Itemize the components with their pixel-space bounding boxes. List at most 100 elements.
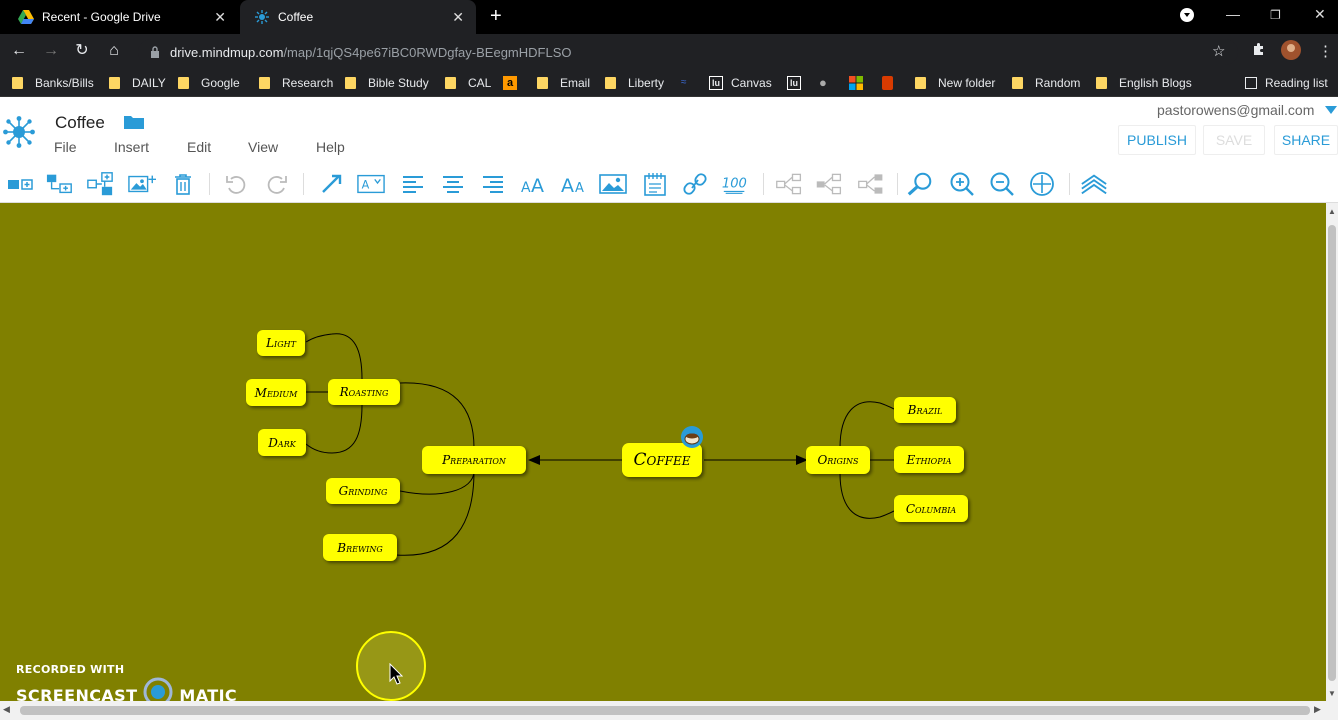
bookmark-research[interactable]: Research [259,69,333,97]
node-roasting[interactable]: Roasting [328,379,400,405]
text-style-icon[interactable]: A [357,171,385,197]
bookmark-random[interactable]: Random [1012,69,1080,97]
restore-icon[interactable]: ❐ [1270,8,1281,22]
forward-icon[interactable]: → [43,42,59,59]
profile-menu-icon[interactable] [1180,8,1194,25]
avatar[interactable] [1281,40,1301,64]
connector-icon[interactable] [318,171,346,197]
tab-coffee[interactable]: Coffee ✕ [240,0,476,34]
bookmark-cal[interactable]: CAL [445,69,491,97]
minimize-icon[interactable]: — [1226,6,1240,22]
insert-image-icon[interactable] [128,171,156,197]
bookmark-lu[interactable]: lu [787,69,809,97]
publish-button[interactable]: PUBLISH [1118,125,1196,155]
add-parent-icon[interactable] [86,171,114,197]
reading-list[interactable]: Reading list [1245,69,1328,97]
menu-help[interactable]: Help [316,139,345,155]
bookmark-english-blogs[interactable]: English Blogs [1096,69,1192,97]
node-preparation[interactable]: Preparation [422,446,526,474]
bookmark-liberty-link[interactable]: ≈ [681,69,703,97]
menu-view[interactable]: View [248,139,279,155]
collapse-all-icon[interactable] [857,171,885,197]
bookmark-bible-study[interactable]: Bible Study [345,69,429,97]
menu-file[interactable]: File [54,139,77,155]
add-child-icon[interactable] [6,171,34,197]
bookmark-daily[interactable]: DAILY [109,69,166,97]
note-icon[interactable] [641,171,669,197]
address-bar[interactable]: drive.mindmup.com/map/1qjQS4pe67iBC0RWDg… [138,39,1238,65]
menu-insert[interactable]: Insert [114,139,150,155]
horizontal-scrollbar[interactable]: ◀ ▶ [0,701,1338,720]
undo-icon[interactable] [222,171,250,197]
folder-icon[interactable] [124,114,144,129]
bookmark-star-icon[interactable]: ☆ [1212,43,1226,60]
horizontal-scroll-thumb[interactable] [20,706,1310,715]
node-brazil[interactable]: Brazil [894,397,956,423]
align-right-icon[interactable] [479,171,507,197]
zoom-out-icon[interactable] [988,171,1016,197]
bookmark-microsoft[interactable] [849,69,871,97]
node-image-icon[interactable] [599,171,627,197]
share-button[interactable]: SHARE [1274,125,1338,155]
home-icon[interactable]: ⌂ [109,42,119,59]
align-center-icon[interactable] [439,171,467,197]
search-icon[interactable] [906,171,934,197]
node-coffee[interactable]: Coffee [622,443,702,477]
window-close-icon[interactable]: ✕ [1314,6,1326,22]
close-icon[interactable]: ✕ [214,9,226,25]
bookmark-apple[interactable]: ● [819,69,841,97]
add-sibling-icon[interactable] [46,171,74,197]
close-icon[interactable]: ✕ [452,9,464,25]
node-brewing[interactable]: Brewing [323,534,397,561]
scroll-down-icon[interactable]: ▼ [1328,689,1336,698]
layers-icon[interactable] [1080,171,1108,197]
node-ethiopia[interactable]: Ethiopia [894,446,964,473]
align-left-icon[interactable] [399,171,427,197]
save-button[interactable]: SAVE [1203,125,1265,155]
scroll-left-icon[interactable]: ◀ [3,704,10,714]
node-grinding[interactable]: Grinding [326,478,400,504]
connector-preparation-roasting [399,382,475,449]
progress-icon[interactable]: 100 [721,171,749,197]
bookmark-google[interactable]: Google [178,69,240,97]
menu-edit[interactable]: Edit [187,139,212,155]
account-dropdown-icon[interactable] [1325,106,1337,114]
vertical-scroll-thumb[interactable] [1328,225,1336,681]
center-map-icon[interactable] [1028,171,1056,197]
back-icon[interactable]: ← [11,42,27,59]
node-dark[interactable]: Dark [258,429,306,456]
collapse-node-icon[interactable] [775,171,803,197]
scroll-right-icon[interactable]: ▶ [1314,704,1321,714]
tab-google-drive[interactable]: Recent - Google Drive ✕ [0,0,238,34]
zoom-in-icon[interactable] [948,171,976,197]
bookmark-office[interactable] [882,69,901,97]
redo-icon[interactable] [263,171,291,197]
bookmark-new-folder[interactable]: New folder [915,69,995,97]
node-light[interactable]: Light [257,330,305,356]
toolbar-divider [763,173,764,195]
reload-icon[interactable]: ↻ [75,42,89,59]
node-columbia[interactable]: Columbia [894,495,968,522]
delete-icon[interactable] [169,171,197,197]
bookmark-banks-bills[interactable]: Banks/Bills [12,69,94,97]
chrome-menu-icon[interactable]: ⋮ [1318,43,1333,60]
scroll-up-icon[interactable]: ▲ [1328,207,1336,216]
vertical-scrollbar[interactable]: ▲ ▼ [1326,203,1338,701]
document-title[interactable]: Coffee [55,113,105,132]
mindmap-canvas[interactable]: Coffee Preparation Roasting Grinding Bre… [0,203,1326,701]
mindmup-logo-icon[interactable] [2,115,36,149]
node-medium[interactable]: Medium [246,379,306,406]
bookmark-liberty[interactable]: Liberty [605,69,664,97]
extensions-icon[interactable] [1252,42,1266,60]
account-email[interactable]: pastorowens@gmail.com [1157,102,1315,118]
bookmark-amazon[interactable]: a [503,69,525,97]
node-origins[interactable]: Origins [806,446,870,474]
link-icon[interactable] [681,171,709,197]
folder-icon [12,77,23,89]
expand-node-icon[interactable] [815,171,843,197]
new-tab-icon[interactable]: + [490,5,502,27]
bookmark-email[interactable]: Email [537,69,590,97]
